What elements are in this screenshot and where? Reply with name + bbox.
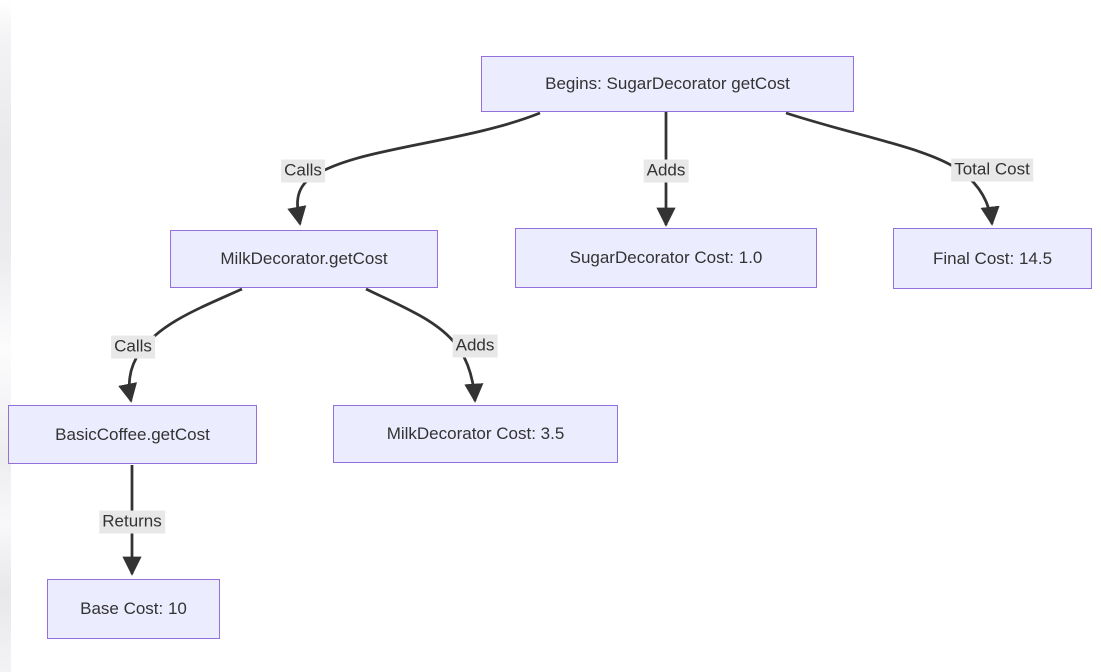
- edge-label-returns: Returns: [99, 510, 165, 534]
- node-label: MilkDecorator.getCost: [220, 249, 388, 268]
- flow-node-milkdecorator-getcost: MilkDecorator.getCost: [170, 230, 438, 288]
- flow-node-final-cost: Final Cost: 14.5: [893, 228, 1092, 289]
- flow-node-sugardecorator-cost: SugarDecorator Cost: 1.0: [515, 228, 817, 288]
- node-label: Final Cost: 14.5: [932, 248, 1053, 268]
- edge-begins-to-finalcost: [785, 111, 1000, 226]
- edge-begins-to-milkdecorator: [287, 111, 541, 226]
- flow-node-begins-sugardecorator-getcost: Begins: SugarDecorator getCost: [481, 56, 854, 112]
- node-label: BasicCoffee.getCost: [55, 424, 210, 444]
- edge-label-adds-begins-sugarcost: Adds: [643, 159, 689, 183]
- node-label: MilkDecorator Cost: 3.5: [386, 424, 565, 443]
- edge-label-calls-milkdecorator-basiccoffee: Calls: [111, 335, 155, 359]
- edge-label-total-cost: Total Cost: [951, 158, 1033, 182]
- node-label: SugarDecorator Cost: 1.0: [569, 248, 763, 267]
- flow-node-milkdecorator-cost: MilkDecorator Cost: 3.5: [333, 405, 618, 463]
- flow-node-basiccoffee-getcost: BasicCoffee.getCost: [8, 405, 257, 464]
- page-edge-shading: [0, 0, 11, 672]
- edge-label-adds-milkdecorator-milkcost: Adds: [452, 334, 498, 358]
- flow-node-base-cost: Base Cost: 10: [47, 579, 220, 639]
- node-label: Begins: SugarDecorator getCost: [545, 74, 790, 93]
- edge-label-calls-begins-milkdecorator: Calls: [281, 159, 325, 183]
- node-label: Base Cost: 10: [80, 599, 187, 618]
